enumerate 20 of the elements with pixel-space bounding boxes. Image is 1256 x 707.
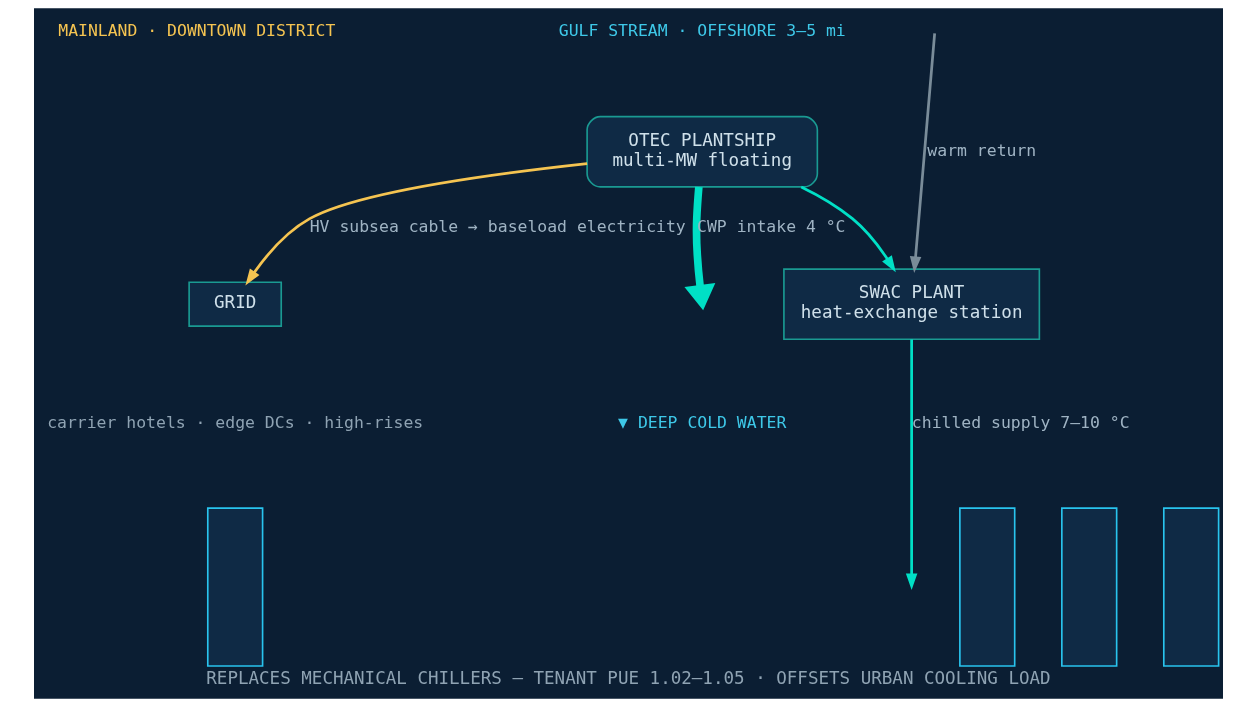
node-box: OTEC PLANTSHIP multi-MW floating xyxy=(585,115,818,188)
node-bar xyxy=(958,507,1015,667)
edge-label: HV subsea cable → baseload electricity xyxy=(309,216,686,236)
node-box: SWAC PLANT heat-exchange station xyxy=(782,268,1040,341)
arrow xyxy=(800,185,896,273)
arrow xyxy=(909,33,936,273)
arrow xyxy=(683,186,715,311)
label: GULF STREAM · OFFSHORE 3–5 mi xyxy=(558,21,846,41)
label: ▼ DEEP COLD WATER xyxy=(617,412,786,432)
arrow xyxy=(244,162,587,286)
arrow xyxy=(905,339,917,590)
node-bar xyxy=(1060,507,1117,667)
edge-label: chilled supply 7–10 °C xyxy=(911,412,1130,432)
edge-label: warm return xyxy=(926,140,1036,160)
label: MAINLAND · DOWNTOWN DISTRICT xyxy=(57,21,335,41)
node-bar xyxy=(206,507,263,667)
label: carrier hotels · edge DCs · high-rises xyxy=(46,412,423,432)
caption: REPLACES MECHANICAL CHILLERS — TENANT PUE 1.02–1.05 · OFFSETS URBAN COOLING LOAD xyxy=(205,668,1051,689)
node-bar xyxy=(1162,507,1219,667)
node-box: GRID xyxy=(187,281,282,327)
